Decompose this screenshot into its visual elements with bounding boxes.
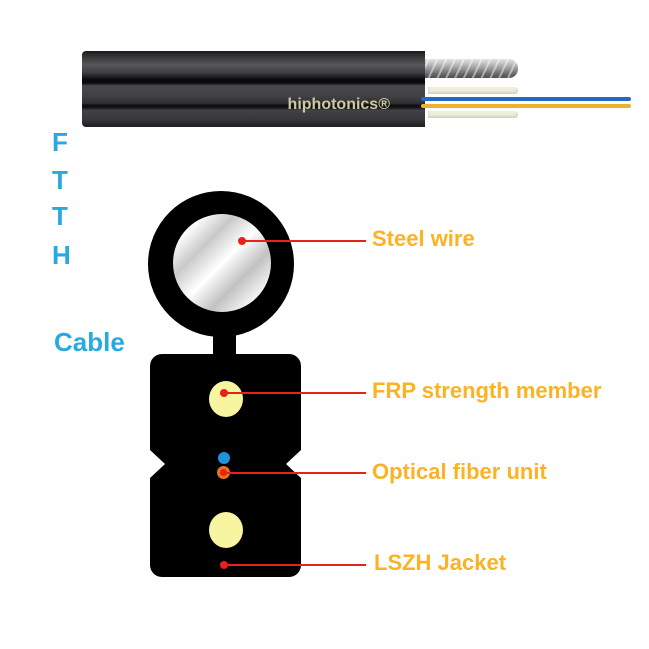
callout-line-jacket [224, 564, 366, 566]
frp-member-bottom [209, 512, 243, 548]
frp-rod-3d-top [428, 87, 518, 94]
callout-dot-frp [220, 389, 228, 397]
label-optical-fiber-unit: Optical fiber unit [372, 459, 547, 484]
vertical-title-letter-t2: T [52, 201, 68, 231]
steel-wire-cross-section [173, 214, 271, 312]
vertical-title-letter-f: F [52, 127, 68, 157]
vertical-title-letter-h: H [52, 240, 71, 270]
drop-cable-3d-body [82, 51, 425, 127]
drop-fiber-yellow [421, 104, 631, 108]
callout-dot-jacket [220, 561, 228, 569]
label-frp-strength-member: FRP strength member [372, 378, 602, 403]
drop-fiber-blue [421, 97, 631, 101]
frp-member-top [209, 381, 243, 417]
brand-text: hiphotonics® [287, 96, 390, 113]
optical-fiber-blue-dot [218, 452, 230, 464]
vertical-title-letter-t1: T [52, 165, 68, 195]
frp-rod-3d-bottom [428, 111, 518, 118]
callout-line-fiber [224, 472, 366, 474]
callout-line-frp [224, 392, 366, 394]
vertical-title-word: Cable [54, 327, 125, 357]
label-lszh-jacket: LSZH Jacket [374, 550, 507, 575]
callout-line-steel-wire [242, 240, 366, 242]
label-steel-wire: Steel wire [372, 226, 475, 251]
callout-dot-fiber [220, 469, 227, 476]
callout-dot-steel-wire [238, 237, 246, 245]
steel-messenger-wire-3d [425, 59, 518, 78]
